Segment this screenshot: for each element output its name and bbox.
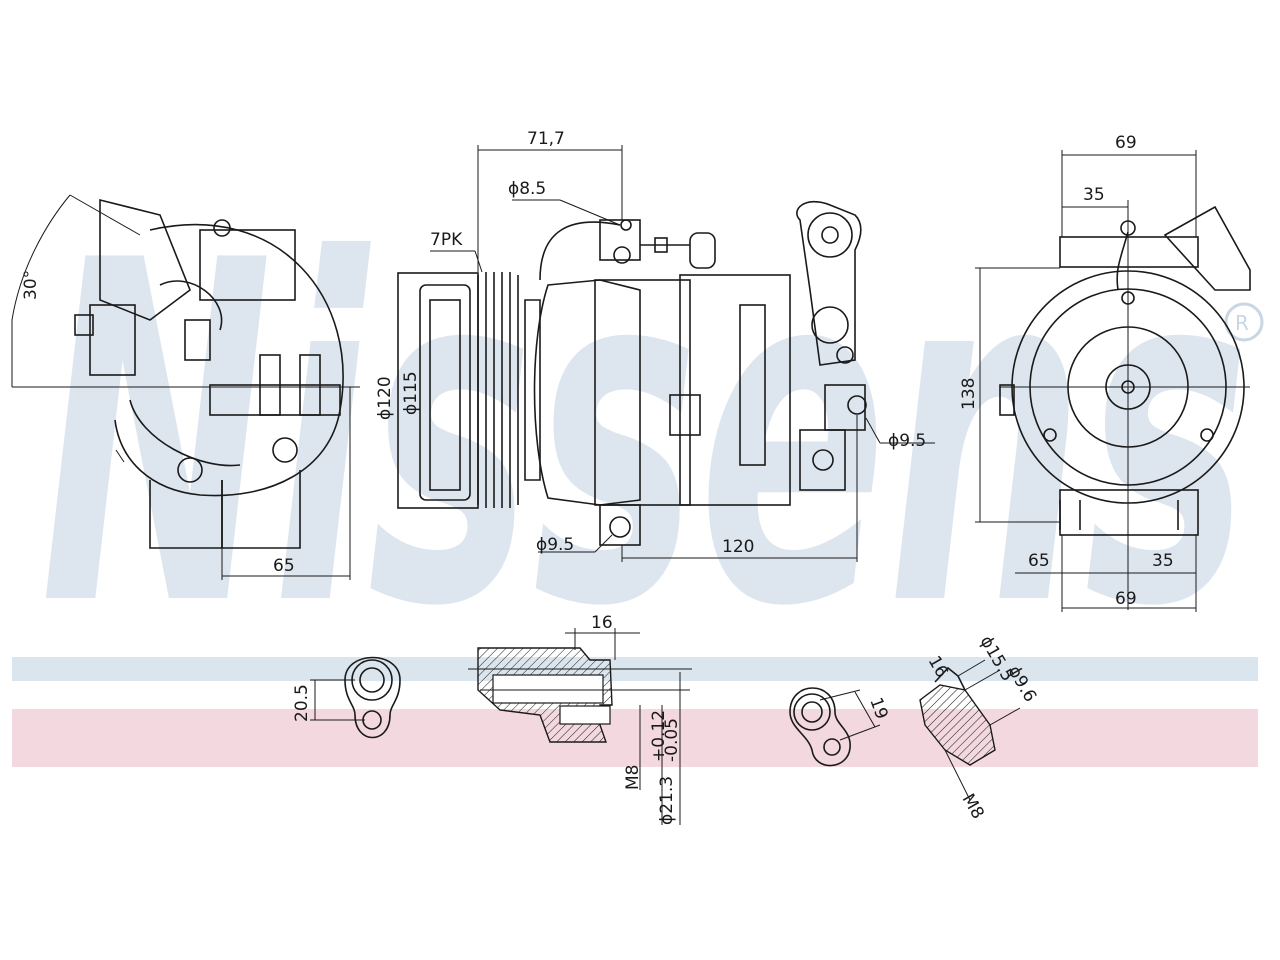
port-plate-a-dims: 20.5 [292, 679, 365, 722]
port-plate-b [789, 687, 851, 767]
rear-bottom-width-label: 69 [1115, 589, 1137, 609]
port-plate-b-dims: 19 [819, 689, 891, 741]
port-section-dims: 16 M8 ϕ21.3 +0.12 -0.05 [565, 613, 682, 825]
rear-bottom-left-label: 65 [1028, 551, 1050, 571]
registered-mark-ring [1224, 302, 1264, 342]
compressor-rear-view-icon [999, 200, 1251, 610]
mount-hole-bottom-label: ϕ9.5 [536, 535, 574, 555]
front-length-label: 120 [722, 537, 754, 557]
front-view-dimensions: 71,7 ϕ8.5 7PK ϕ120 ϕ115 ϕ9.5 ϕ9.5 120 [375, 129, 935, 562]
front-top-width-label: 71,7 [527, 129, 565, 149]
rear-top-width-label: 69 [1115, 133, 1137, 153]
rear-top-offset-label: 35 [1083, 185, 1105, 205]
rear-view-dimensions: 69 35 138 65 35 69 [959, 133, 1197, 612]
thread-a-label: M8 [623, 765, 643, 790]
belt-label: 7PK [430, 230, 463, 250]
registered-mark: R [1235, 311, 1249, 335]
angle-label: 30° [21, 270, 41, 300]
bore-dia-label: ϕ21.3 [657, 776, 677, 825]
watermark-band-pink [12, 709, 1258, 767]
compressor-side-view-icon [12, 198, 360, 549]
mount-hole-right-label: ϕ9.5 [888, 431, 926, 451]
pulley-grooves [477, 272, 519, 508]
port-depth-label: 16 [591, 613, 613, 633]
pulley-outer-label: ϕ120 [375, 376, 395, 420]
rear-bottom-right-label: 35 [1152, 551, 1174, 571]
connector-dia-label: ϕ8.5 [508, 179, 546, 199]
rear-height-label: 138 [959, 378, 979, 410]
thread-b-label: M8 [958, 791, 988, 823]
side-view-dimensions: 30° 65 [11, 194, 351, 580]
pulley-inner-label: ϕ115 [401, 371, 421, 415]
side-width-label: 65 [273, 556, 295, 576]
watermark: Nissens R [12, 162, 1264, 767]
tolerance-lower-label: -0.05 [662, 718, 682, 762]
port-plate-height-label: 20.5 [292, 684, 312, 722]
fitting-detail [919, 659, 1021, 801]
compressor-front-view-icon [397, 200, 867, 546]
port-section [468, 647, 692, 743]
watermark-logo: Nissens [40, 162, 1250, 709]
tolerance-upper-label: +0.12 [649, 710, 669, 762]
